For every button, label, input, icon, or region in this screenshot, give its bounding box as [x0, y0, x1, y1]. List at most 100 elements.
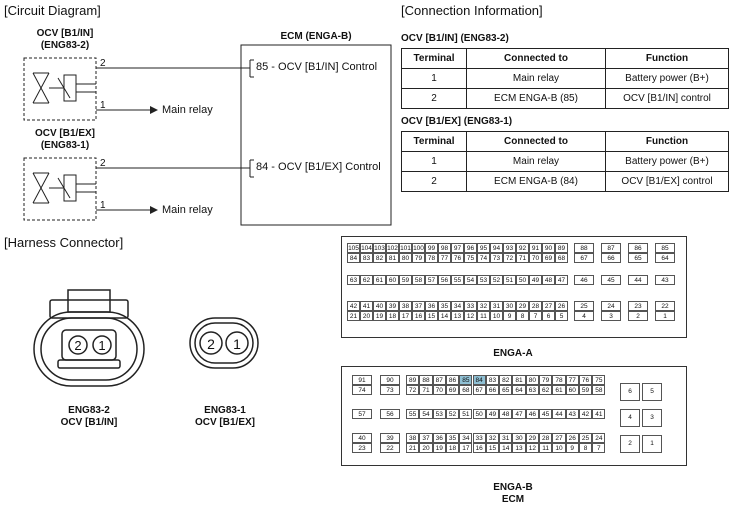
connector-pin: 32 — [477, 301, 490, 311]
eng83-2-pin-2: 2 — [74, 338, 82, 353]
connector-pin: 28 — [529, 301, 542, 311]
connector-pin: 43 — [565, 409, 579, 419]
connector-pin: 4 — [574, 311, 594, 321]
connector-pin: 2 — [620, 435, 640, 453]
connector-pin: 15 — [425, 311, 438, 321]
connector-pin: 32 — [485, 433, 500, 443]
connector-pin: 6 — [620, 383, 640, 401]
connector-pin: 12 — [525, 443, 539, 453]
connector-pin: 10 — [552, 443, 566, 453]
connector-pin: 92 — [516, 243, 529, 253]
connector-pin: 28 — [539, 433, 553, 443]
connection-info-heading: [Connection Information] — [401, 3, 543, 18]
connector-pin: 16 — [412, 311, 425, 321]
connector-pin: 75 — [464, 253, 477, 263]
table-cell: ECM ENGA-B (84) — [466, 171, 606, 192]
connector-pin: 38 — [399, 301, 412, 311]
connector-pin: 21 — [347, 311, 360, 321]
connector-pin: 5 — [555, 311, 568, 321]
connector-pin: 33 — [472, 433, 486, 443]
connector-pin: 17 — [459, 443, 473, 453]
connector-pin: 80 — [399, 253, 412, 263]
ocv-in-label: OCV [B1/IN](ENG83-2) — [36, 28, 94, 51]
connector-pin: 89 — [406, 375, 420, 385]
connector-pin: 82 — [373, 253, 386, 263]
eng83-1-pin-1: 1 — [233, 336, 241, 352]
ocv-ex-sensor-box — [23, 157, 97, 221]
arrow-icon — [150, 206, 158, 214]
ocv-ex-pin-1: 1 — [100, 200, 106, 211]
connector-pin: 90 — [380, 375, 400, 385]
connector-pin: 40 — [373, 301, 386, 311]
connector-pin: 97 — [451, 243, 464, 253]
connector-pin: 60 — [386, 275, 399, 285]
connector-pin: 71 — [419, 385, 433, 395]
connector-pin: 46 — [525, 409, 539, 419]
connector-pin: 23 — [352, 443, 372, 453]
connector-pin: 37 — [412, 301, 425, 311]
connector-pin: 7 — [592, 443, 606, 453]
connector-pin: 15 — [485, 443, 500, 453]
connector-pin: 18 — [386, 311, 399, 321]
connector-pin: 84 — [472, 375, 486, 385]
connector-pin: 85 — [655, 243, 675, 253]
connector-pin: 63 — [525, 385, 539, 395]
connector-pin: 58 — [592, 385, 606, 395]
connector-pin: 16 — [472, 443, 486, 453]
table-row: 1 Main relay Battery power (B+) — [401, 151, 729, 172]
connector-pin: 13 — [512, 443, 526, 453]
connector-pin: 81 — [386, 253, 399, 263]
ecm-pin-85-label: 85 - OCV [B1/IN] Control — [256, 61, 378, 73]
table-cell: 2 — [401, 171, 467, 192]
table-ex-title: OCV [B1/EX] (ENG83-1) — [401, 116, 513, 127]
connector-pin: 57 — [425, 275, 438, 285]
connector-pin: 29 — [525, 433, 539, 443]
connector-pin: 47 — [512, 409, 526, 419]
enga-a-caption: ENGA-A — [493, 348, 533, 359]
connector-pin: 78 — [552, 375, 566, 385]
connector-pin: 48 — [499, 409, 513, 419]
connector-pin: 77 — [438, 253, 451, 263]
connector-pin: 91 — [529, 243, 542, 253]
connector-pin: 12 — [464, 311, 477, 321]
connector-pin: 34 — [451, 301, 464, 311]
connector-pin: 76 — [451, 253, 464, 263]
table-ex: Terminal Connected to Function 1 Main re… — [401, 131, 729, 192]
connector-pin: 35 — [438, 301, 451, 311]
connector-pin: 4 — [620, 409, 640, 427]
connector-pin: 22 — [655, 301, 675, 311]
connector-pin: 3 — [642, 409, 662, 427]
connector-pin: 36 — [425, 301, 438, 311]
connector-pin: 2 — [628, 311, 648, 321]
connector-pin: 44 — [628, 275, 648, 285]
eng83-1-pin-2: 2 — [207, 336, 215, 352]
connector-pin: 1 — [642, 435, 662, 453]
connector-pin: 42 — [347, 301, 360, 311]
connector-pin: 88 — [574, 243, 594, 253]
connector-pin: 64 — [655, 253, 675, 263]
table-row: 2 ECM ENGA-B (84) OCV [B1/EX] control — [401, 171, 729, 192]
header-connected-to: Connected to — [466, 48, 606, 69]
connector-pin: 101 — [399, 243, 412, 253]
connector-pin: 31 — [490, 301, 503, 311]
connector-pin: 105 — [347, 243, 360, 253]
connector-pin: 74 — [477, 253, 490, 263]
header-connected-to: Connected to — [466, 131, 606, 152]
connector-pin: 30 — [512, 433, 526, 443]
connector-pin: 71 — [516, 253, 529, 263]
header-function: Function — [605, 48, 729, 69]
connector-pin: 6 — [542, 311, 555, 321]
connector-pin: 33 — [464, 301, 477, 311]
ocv-in-symbol — [32, 72, 96, 104]
connector-pin: 69 — [542, 253, 555, 263]
connector-pin: 94 — [490, 243, 503, 253]
connector-pin: 23 — [628, 301, 648, 311]
connector-pin: 59 — [578, 385, 593, 395]
connector-pin: 65 — [499, 385, 513, 395]
harness-connector-heading: [Harness Connector] — [4, 235, 124, 250]
connector-pin: 73 — [490, 253, 503, 263]
connector-pin: 77 — [565, 375, 579, 385]
connector-pin: 98 — [438, 243, 451, 253]
connector-pin: 45 — [601, 275, 621, 285]
connector-pin: 40 — [352, 433, 372, 443]
